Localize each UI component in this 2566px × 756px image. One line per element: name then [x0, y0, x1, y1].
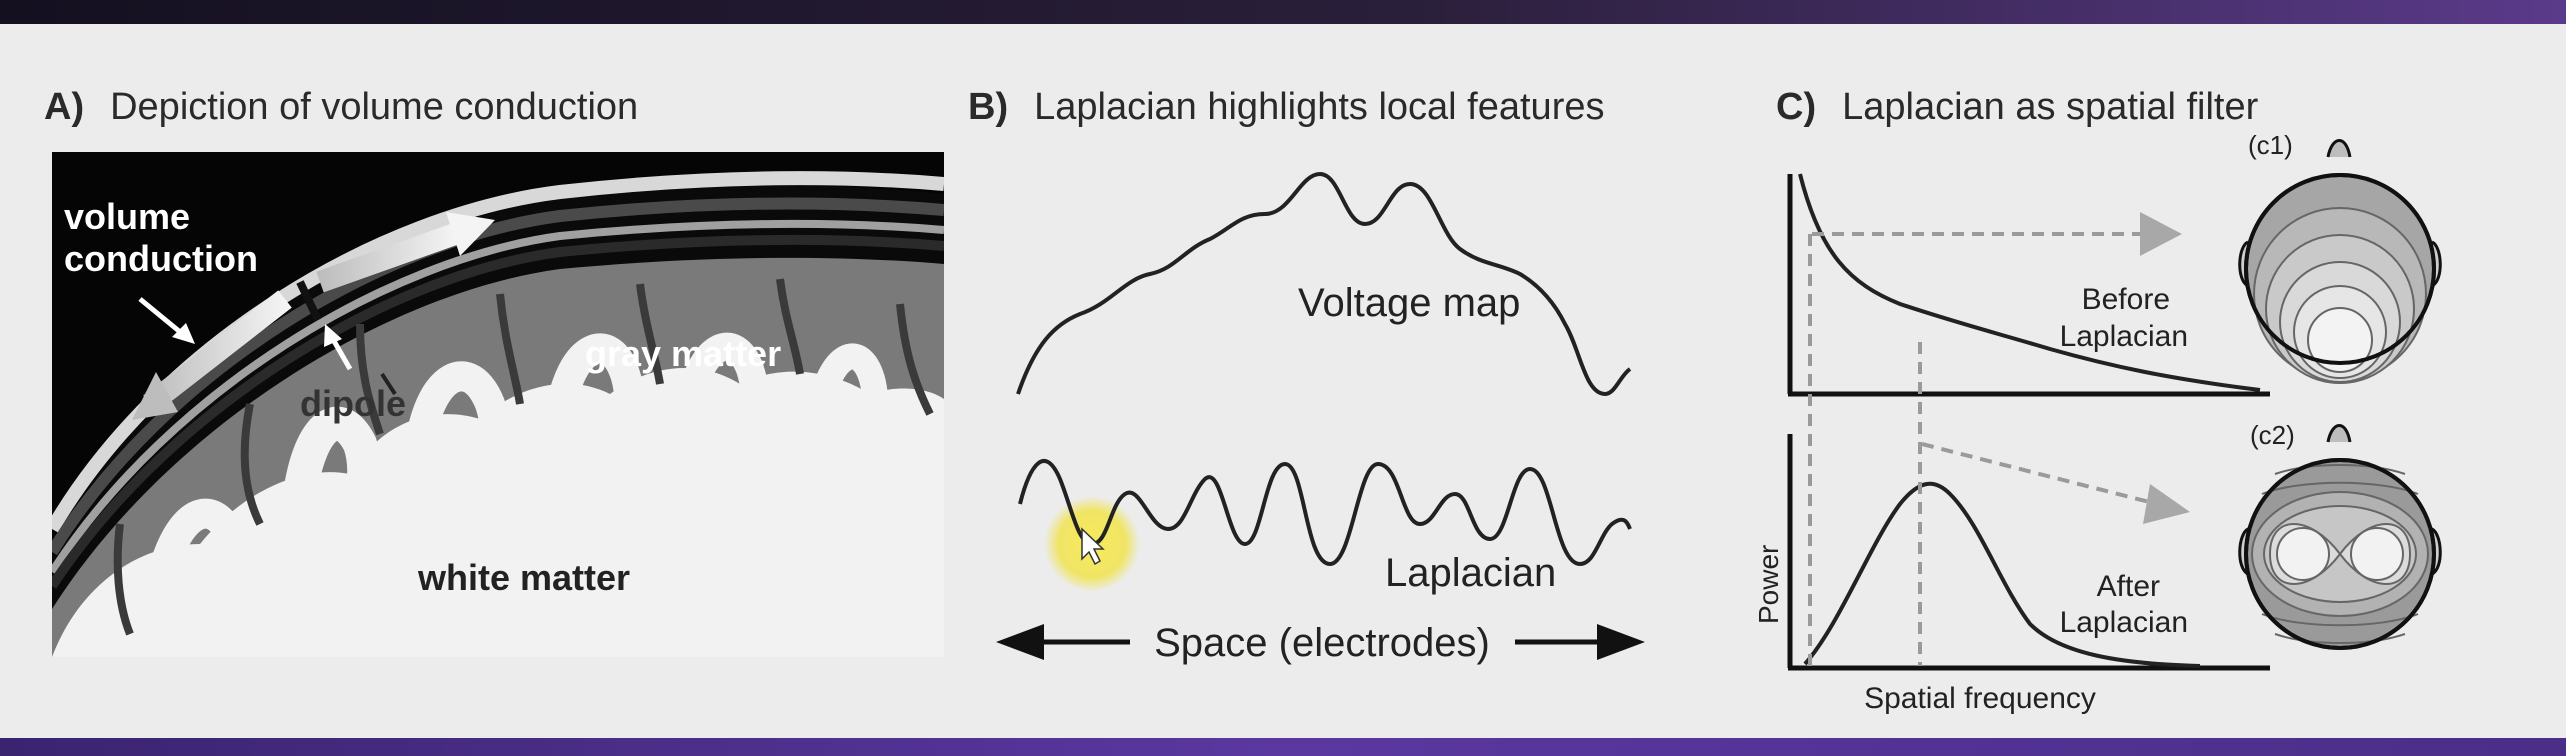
after-arrow-head [2143, 484, 2190, 524]
bottom-border [0, 738, 2566, 756]
panel-c-title-text: Laplacian as spatial filter [1842, 86, 2259, 128]
arrow-right-icon [1597, 624, 1645, 660]
panel-b-title: B) Laplacian highlights local features [968, 86, 1604, 129]
arrow-head-left [132, 372, 178, 420]
head-topomap-c2 [2238, 424, 2442, 650]
spectrum-plots [1787, 173, 2270, 671]
head-topomap-c1 [2238, 139, 2442, 384]
after-spectrum-curve [1803, 481, 2201, 668]
label-after-1: After [2097, 570, 2160, 603]
label-white-matter: white matter [417, 557, 630, 598]
panel-c-title: C) Laplacian as spatial filter [1776, 86, 2258, 129]
label-before-2: Laplacian [2060, 320, 2188, 353]
before-spectrum-curve [1798, 173, 2261, 392]
label-gray-matter: gray matter [585, 333, 781, 374]
label-c2: (c2) [2250, 420, 2295, 450]
panel-c-letter: C) [1776, 86, 1817, 128]
after-guide-arrow [1921, 442, 2166, 508]
dipole-marker [296, 280, 322, 322]
voltage-map-curve [1016, 171, 1632, 397]
label-volume: volume [64, 196, 190, 237]
label-after-2: Laplacian [2060, 606, 2188, 639]
panel-a-title: A) Depiction of volume conduction [44, 86, 638, 129]
arrow-head-right [446, 212, 495, 256]
label-conduction: conduction [64, 238, 258, 279]
label-power: Power [1753, 545, 1784, 624]
laplacian-curve [1018, 459, 1632, 567]
label-spatial-frequency: Spatial frequency [1864, 682, 2096, 715]
label-before-1: Before [2082, 283, 2170, 316]
volume-conduction-arrows [132, 212, 495, 420]
label-c1: (c1) [2248, 130, 2293, 160]
slide: A) Depiction of volume conduction B) Lapla… [0, 24, 2566, 738]
pointer-arrows [138, 297, 397, 396]
panel-b-letter: B) [968, 86, 1009, 128]
label-voltage-map: Voltage map [1298, 281, 1520, 325]
arrow-left-icon [996, 624, 1044, 660]
before-arrow-head [2140, 212, 2182, 256]
label-laplacian: Laplacian [1385, 551, 1556, 595]
panel-a-letter: A) [44, 86, 85, 128]
label-space: Space (electrodes) [1154, 621, 1490, 665]
top-border [0, 0, 2566, 24]
panel-a-title-text: Depiction of volume conduction [110, 86, 639, 128]
panel-b-title-text: Laplacian highlights local features [1034, 86, 1605, 128]
nose-icon [2326, 424, 2352, 443]
nose-icon [2326, 139, 2352, 158]
brain-mri-image [52, 152, 944, 657]
space-axis-arrow [996, 624, 1645, 660]
figure-canvas: volume conduction dipole gray matter whi… [52, 130, 2442, 715]
mouse-cursor-icon [1081, 527, 1105, 566]
label-dipole: dipole [300, 383, 406, 424]
